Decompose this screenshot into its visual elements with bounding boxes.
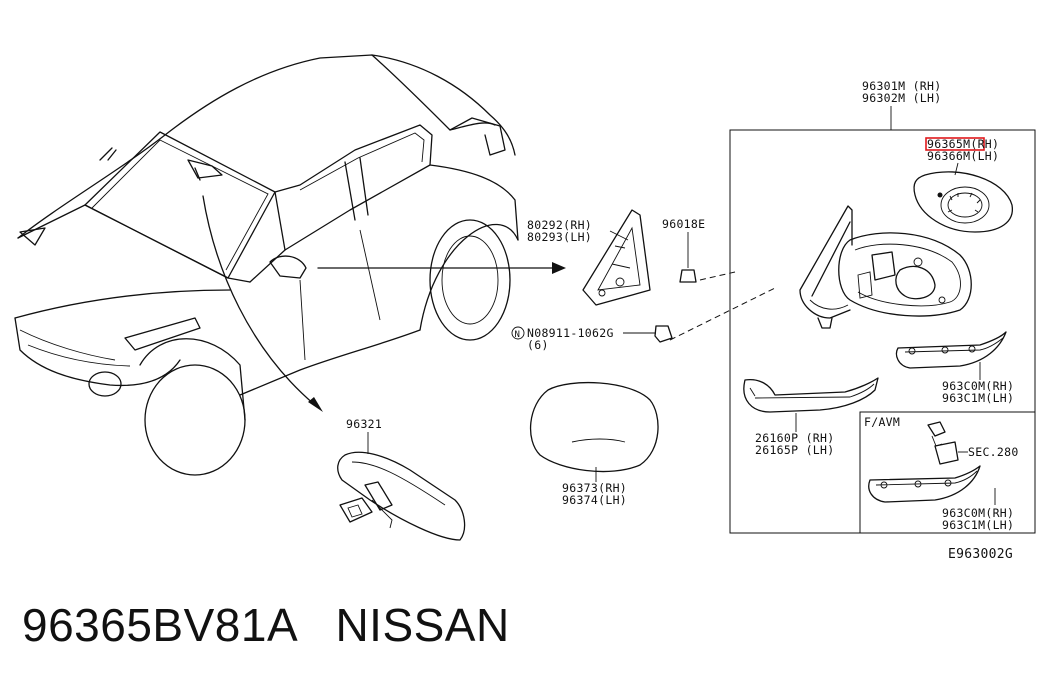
label-26165p: 26165P (LH) [755, 443, 834, 457]
label-80293: 80293(LH) [527, 230, 592, 244]
mirror-cover-part [529, 382, 659, 473]
camera-part [927, 421, 959, 465]
mirror-assembly-box [729, 129, 1036, 534]
label-96365m: 96365M(RH) [927, 137, 999, 151]
label-avm: F/AVM [864, 415, 900, 429]
mirror-glass-part [913, 171, 1013, 233]
label-96374: 96374(LH) [562, 493, 627, 507]
label-80292: 80292(RH) [527, 218, 592, 232]
n-symbol: N [515, 330, 521, 340]
label-96301m: 96301M (RH) [862, 79, 941, 93]
label-96373: 96373(RH) [562, 481, 627, 495]
turn-lamp-part [743, 377, 879, 413]
label-26160p: 26160P (RH) [755, 431, 834, 445]
pointer-arrows [202, 195, 566, 412]
label-bolt-qty: (6) [527, 338, 549, 352]
avm-subbox [859, 411, 1036, 534]
label-963c1m-avm: 963C1M(LH) [942, 518, 1014, 532]
caption-spacer [296, 599, 336, 651]
bracket-part-upper [895, 331, 1007, 369]
caption-part-number: 96365BV81A [22, 599, 296, 651]
label-sec280: SEC.280 [968, 445, 1019, 459]
label-963c0m: 963C0M(RH) [942, 379, 1014, 393]
label-96302m: 96302M (LH) [862, 91, 941, 105]
inner-mirror-part [337, 451, 466, 541]
caption-brand: NISSAN [335, 599, 510, 651]
part-caption: 96365BV81A NISSAN [22, 598, 510, 652]
bracket-part-lower [868, 465, 981, 503]
label-963c1m: 963C1M(LH) [942, 391, 1014, 405]
diagram-code: E963002G [948, 547, 1013, 562]
label-96018e: 96018E [662, 217, 705, 231]
label-08911: N08911-1062G [527, 326, 614, 340]
highlight-box [925, 137, 985, 151]
label-96321: 96321 [346, 417, 382, 431]
car-illustration [14, 54, 519, 476]
mirror-housing-part [799, 205, 972, 329]
label-963c0m-avm: 963C0M(RH) [942, 506, 1014, 520]
corner-cover-part [582, 209, 651, 306]
label-96366m: 96366M(LH) [927, 149, 999, 163]
